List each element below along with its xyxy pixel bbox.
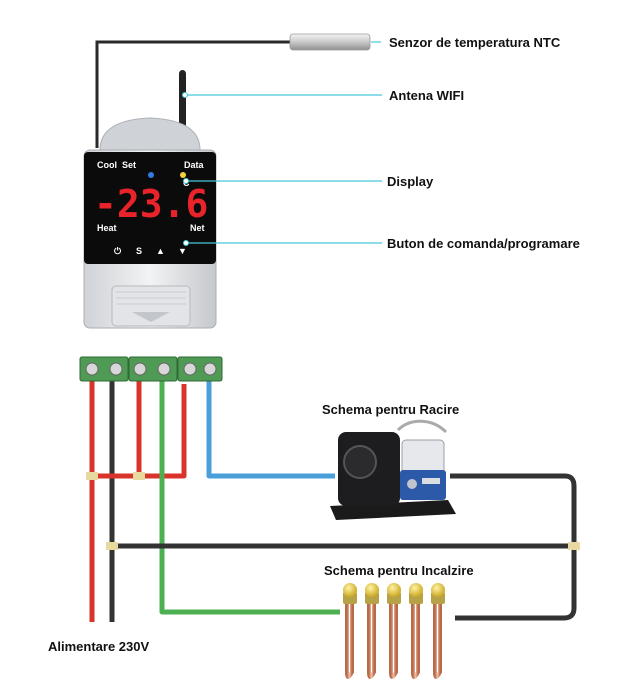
control-box-blue <box>400 470 446 500</box>
heat-indicator-label: Heat <box>97 223 117 233</box>
set-indicator-label: Set <box>122 160 136 170</box>
wires <box>86 378 580 622</box>
red-jumper <box>92 384 187 479</box>
heater-element <box>343 583 357 679</box>
sensor-probe <box>289 33 371 51</box>
net-indicator-label: Net <box>190 223 205 233</box>
green-heat-wire <box>159 378 340 615</box>
heater-element <box>409 583 423 679</box>
lower-cover <box>111 285 191 327</box>
display-panel <box>84 152 216 264</box>
power-button[interactable]: ⏻ <box>114 246 122 256</box>
ntc-sensor <box>95 33 371 148</box>
display-label: Display <box>387 174 434 189</box>
temperature-reading: -23.6 <box>94 182 208 226</box>
sensor-label: Senzor de temperatura NTC <box>389 35 561 50</box>
power-label: Alimentare 230V <box>48 639 149 654</box>
heating-label: Schema pentru Incalzire <box>324 563 474 578</box>
heater-element <box>387 583 401 679</box>
antenna-label: Antena WIFI <box>389 88 464 103</box>
sensor-cable <box>95 40 292 148</box>
terminal-blocks <box>79 356 223 382</box>
cooling-label: Schema pentru Racire <box>322 402 459 417</box>
cool-indicator-label: Cool <box>97 160 117 170</box>
heater-element <box>365 583 379 679</box>
compressor-unit <box>330 419 456 520</box>
thermostat-device: Cool Set Data -23.6 C Heat Net ⏻ S ▲ ▼ <box>83 117 217 329</box>
yellow-led <box>180 172 186 178</box>
set-button[interactable]: S <box>136 246 142 256</box>
mounting-plate <box>99 117 201 151</box>
blue-led <box>148 172 154 178</box>
up-button[interactable]: ▲ <box>156 246 165 256</box>
control-buttons: ⏻ S ▲ ▼ <box>114 246 187 256</box>
down-button[interactable]: ▼ <box>178 246 187 256</box>
heater-element <box>431 583 445 679</box>
heating-elements <box>343 583 445 679</box>
blue-cool-wire <box>206 378 335 479</box>
data-indicator-label: Data <box>184 160 205 170</box>
cover-arrow <box>132 312 170 322</box>
pointer-lines <box>182 41 382 246</box>
buttons-label: Buton de comanda/programare <box>387 236 580 251</box>
